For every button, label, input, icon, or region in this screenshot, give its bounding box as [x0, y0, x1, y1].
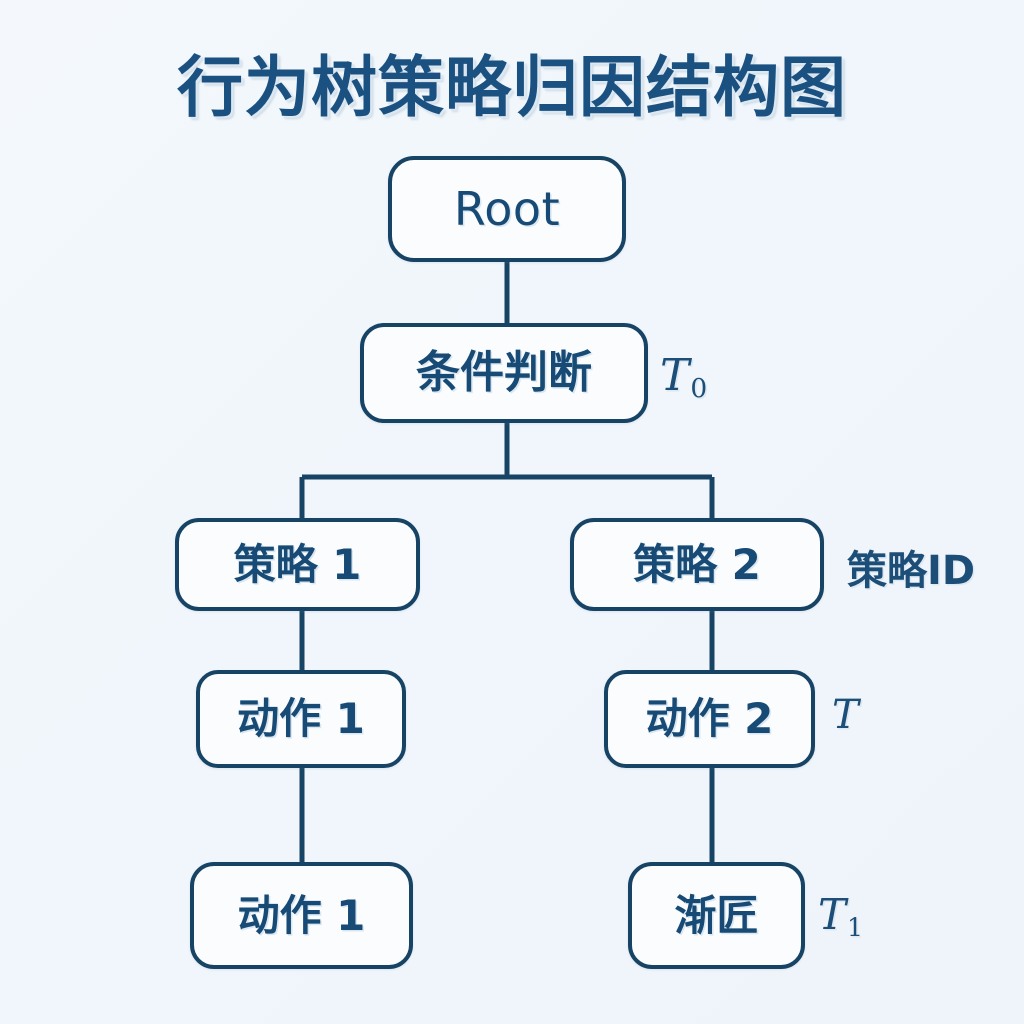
annotation-t0-symbol: T	[660, 350, 690, 401]
annotation-t1: T1	[818, 890, 863, 942]
node-action-2-label: 动作 2	[645, 694, 774, 743]
node-policy-2-label: 策略 2	[633, 539, 761, 589]
page-title: 行为树策略归因结构图	[177, 49, 847, 126]
node-root-label: Root	[453, 182, 561, 236]
annotation-t0: T0	[660, 350, 707, 404]
node-leaf-1[interactable]: 动作 1	[190, 862, 413, 969]
annotation-t: T	[832, 692, 860, 741]
annotation-t1-subscript: 1	[847, 913, 864, 943]
annotation-policy-id: 策略ID	[847, 548, 976, 594]
node-policy-1[interactable]: 策略 1	[175, 518, 420, 611]
annotation-t0-subscript: 0	[690, 373, 708, 405]
node-policy-2[interactable]: 策略 2	[570, 518, 824, 611]
node-action-2[interactable]: 动作 2	[604, 670, 815, 768]
node-leaf-2[interactable]: 渐匠	[628, 862, 805, 969]
node-leaf-2-label: 渐匠	[674, 890, 759, 940]
node-policy-1-label: 策略 1	[233, 539, 362, 589]
node-leaf-1-label: 动作 1	[237, 890, 366, 940]
node-action-1[interactable]: 动作 1	[196, 670, 406, 768]
annotation-t1-symbol: T	[818, 890, 847, 939]
node-action-1-label: 动作 1	[237, 694, 365, 743]
node-root[interactable]: Root	[388, 156, 626, 262]
node-condition-label: 条件判断	[416, 347, 592, 398]
annotation-t-symbol: T	[832, 692, 859, 738]
node-condition[interactable]: 条件判断	[360, 323, 648, 423]
